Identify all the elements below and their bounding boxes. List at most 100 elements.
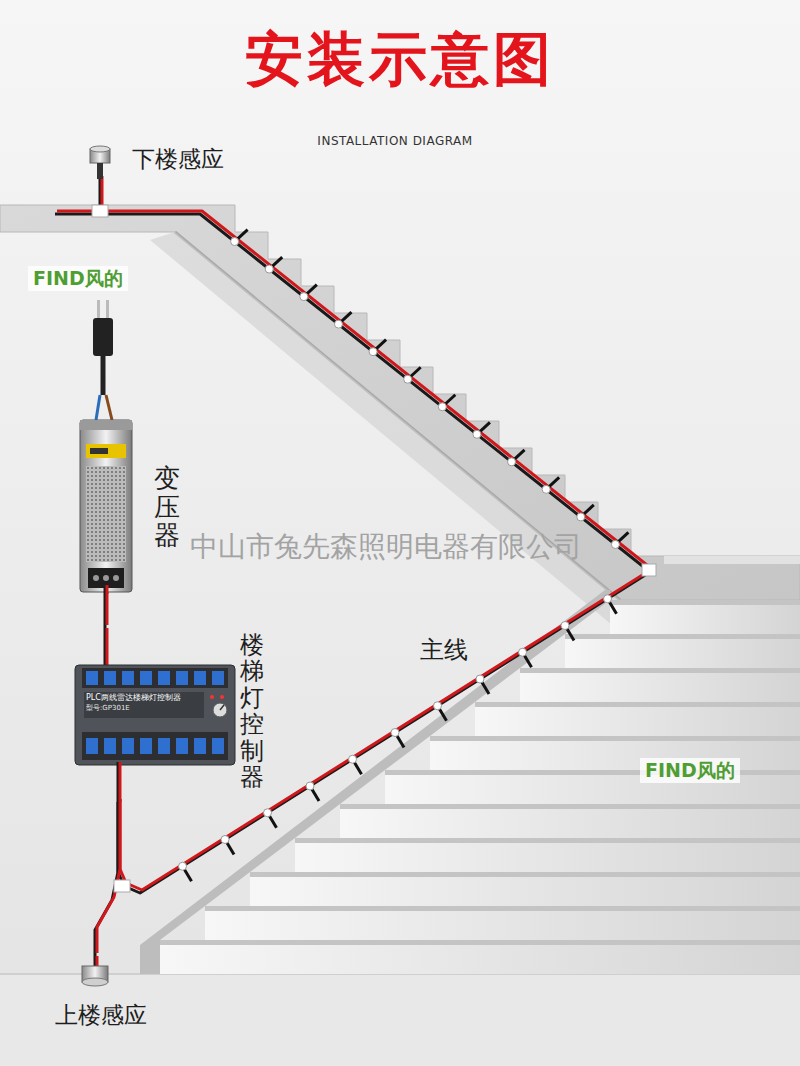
sensorBottom-art — [36, 956, 166, 1002]
wire-red — [102, 176, 652, 890]
transformer-art-part — [113, 575, 119, 581]
lower-flight-part — [520, 668, 800, 673]
controller-art-part — [104, 628, 107, 668]
wire-clip — [179, 862, 187, 870]
wire-clip — [221, 836, 229, 844]
lower-flight-part — [340, 804, 800, 809]
wire-clip — [306, 782, 314, 790]
controller-art-part — [104, 671, 116, 685]
power-plug-part — [97, 300, 100, 318]
sensorBottom-art-part — [82, 978, 108, 986]
transformer-art-part — [93, 575, 99, 581]
wire-clip — [476, 675, 484, 683]
wire-junction — [114, 880, 130, 892]
wire-clip — [473, 430, 481, 438]
wire-clip — [391, 729, 399, 737]
controller-art-part — [194, 738, 206, 754]
lower-flight-part — [610, 600, 800, 634]
model-number: 型号:GP301E — [86, 704, 130, 712]
controller-art-part — [176, 671, 188, 685]
wire-clip — [561, 622, 569, 630]
watermark: 中山市兔先森照明电器有限公司 — [190, 530, 582, 564]
lower-flight-part — [160, 940, 800, 974]
transformer-art-part — [86, 466, 126, 562]
wire-label: 主线 — [420, 636, 444, 665]
device-label: PLC两线雷达楼梯灯控制器 — [86, 693, 181, 703]
lower-flight-part — [520, 668, 800, 702]
part-label: 楼梯灯控制器 — [240, 632, 264, 790]
lower-flight — [160, 600, 800, 974]
diagram-title: 安装示意图 — [0, 26, 800, 93]
power-plug-part — [106, 300, 109, 318]
wire-connector — [95, 799, 120, 956]
lower-flight-part — [565, 634, 800, 668]
controller-art-part — [86, 738, 98, 754]
lower-flight-part — [205, 906, 800, 911]
lower-flight-part — [475, 702, 800, 736]
part-label: 变压器 — [154, 464, 180, 550]
wire-clip — [300, 293, 308, 301]
transformer-art-part — [106, 585, 109, 594]
transformer-art-part — [80, 420, 132, 430]
wire-junction — [92, 205, 108, 217]
lower-flight-part — [250, 872, 800, 877]
controller-art-part — [140, 738, 152, 754]
controller-art-part — [213, 703, 227, 717]
controller-art-part — [84, 692, 204, 718]
controller-art — [72, 628, 242, 802]
controller-art-part — [194, 671, 206, 685]
lower-flight-part — [250, 872, 800, 906]
controller-art-part — [86, 671, 98, 685]
sensor-node: 下楼感应 — [84, 143, 306, 179]
lower-flight-part — [430, 736, 800, 770]
wire-black — [100, 179, 650, 893]
subtitle: INSTALLATION DIAGRAM — [0, 134, 790, 148]
transformer-art-part — [86, 444, 126, 458]
floor — [0, 974, 800, 1066]
controller-art-part — [75, 665, 235, 765]
power-plug-part — [93, 318, 113, 356]
controller-art-part — [106, 628, 109, 668]
sensor-label: 下楼感应 — [132, 146, 354, 174]
upper-flight — [0, 205, 800, 600]
controller-art-part — [140, 671, 152, 685]
wire-junction — [642, 564, 656, 576]
wire-connector — [100, 176, 652, 893]
controller-art-part — [82, 732, 228, 760]
lower-flight-part — [430, 736, 800, 741]
landing-top — [664, 556, 800, 564]
wire-clip — [542, 485, 550, 493]
lower-flight-part — [340, 804, 800, 838]
wire-clip — [404, 375, 412, 383]
lower-flight-part — [295, 838, 800, 843]
controller-node: 楼梯灯控制器 — [72, 628, 270, 802]
wire-clip — [369, 348, 377, 356]
wire-clip — [265, 265, 273, 273]
sensorTop-art-part — [97, 163, 103, 179]
wire-clip — [438, 403, 446, 411]
controller-art-part — [220, 705, 224, 710]
controller-art-part — [158, 738, 170, 754]
controller-art-part — [212, 738, 224, 754]
lower-flight-part — [160, 940, 800, 945]
wire-clip — [519, 648, 527, 656]
power-plug-part — [96, 395, 100, 420]
controller-art-part — [104, 738, 116, 754]
sensor-label: 上楼感应 — [36, 1002, 166, 1030]
wire-clip — [508, 458, 516, 466]
stair-cheek — [140, 590, 610, 974]
controller-art-part — [176, 738, 188, 754]
lower-flight-part — [295, 838, 800, 872]
controller-art-part — [82, 668, 228, 688]
wire-clip — [349, 755, 357, 763]
controller-art-part — [122, 738, 134, 754]
wire-clip — [434, 702, 442, 710]
sensor-node: 上楼感应 — [36, 956, 170, 1036]
brand-logo: FIND风的 — [640, 758, 740, 783]
transformer-art-part — [80, 420, 132, 592]
transformer-art-part — [103, 575, 109, 581]
wire-red — [97, 799, 120, 953]
wire-clip — [334, 320, 342, 328]
transformer-node: 变压器 — [78, 418, 190, 594]
